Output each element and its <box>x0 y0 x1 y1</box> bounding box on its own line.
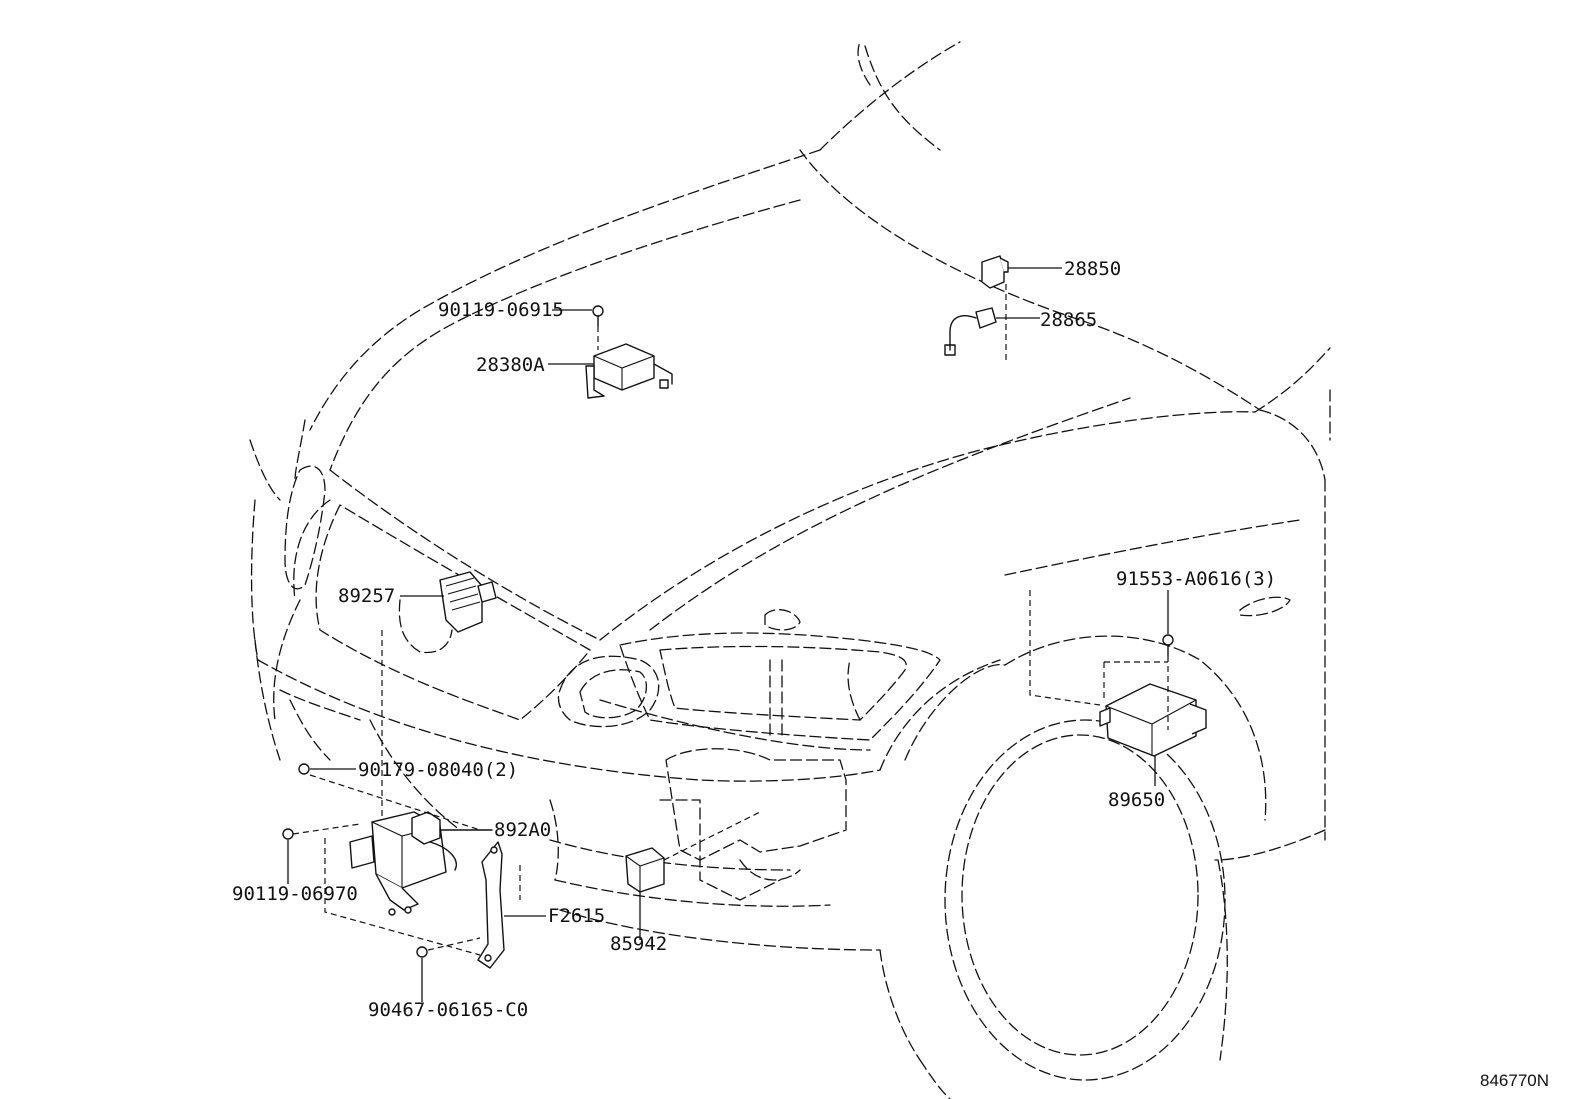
callout-90179-08040: 90179-08040(2) <box>358 759 518 781</box>
callout-28850: 28850 <box>1064 258 1121 280</box>
callout-F2615: F2615 <box>548 905 605 927</box>
part-90467-clip <box>416 937 481 1002</box>
part-89257-sensor <box>381 571 497 835</box>
part-28850-sensor <box>981 255 1062 362</box>
part-90119-06970-bolt <box>282 823 361 884</box>
part-28865-sensor <box>944 307 1040 356</box>
figure-number: 846770N <box>1480 1071 1549 1090</box>
callout-90119-06915: 90119-06915 <box>438 299 564 321</box>
part-F2615-bracket <box>477 841 546 969</box>
callout-89650: 89650 <box>1108 789 1165 811</box>
callout-90119-06970: 90119-06970 <box>232 883 358 905</box>
part-28380A-module <box>548 305 673 399</box>
part-89650-module <box>1029 590 1207 786</box>
callout-89257: 89257 <box>338 585 395 607</box>
callout-28865: 28865 <box>1040 309 1097 331</box>
part-washer-assembly <box>659 659 847 901</box>
part-85942-relay <box>625 811 761 940</box>
callout-90467-06165-C0: 90467-06165-C0 <box>368 999 528 1021</box>
callout-28380A: 28380A <box>476 354 545 376</box>
callout-85942: 85942 <box>610 933 667 955</box>
part-90179-clip <box>298 763 356 775</box>
car-body-outline <box>249 41 1331 1099</box>
part-892A0-assembly <box>309 774 521 956</box>
callout-892A0: 892A0 <box>494 819 551 841</box>
callout-91553-A0616: 91553-A0616(3) <box>1116 568 1276 590</box>
